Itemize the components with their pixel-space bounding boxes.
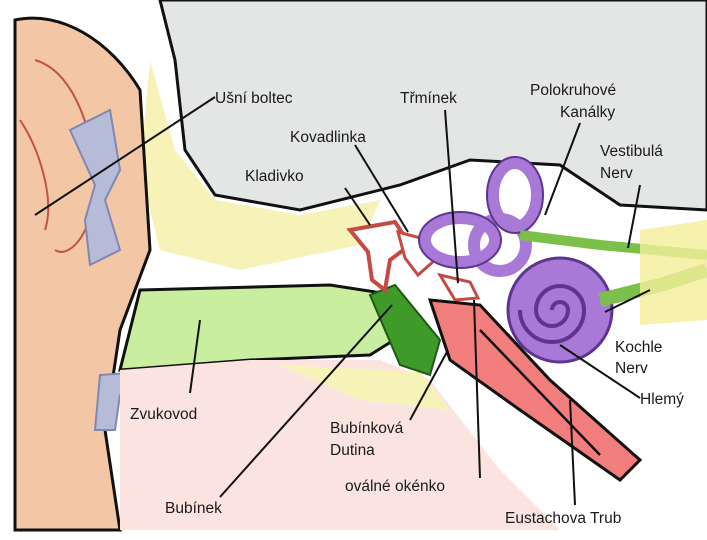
label-ear-canal: Zvukovod [130,406,197,423]
label-canals-2: Kanálky [560,104,615,121]
cochlea [508,258,612,362]
label-stapes: Třmínek [400,90,457,107]
label-cochlea: Hlemý [640,391,684,408]
label-tympanic-1: Bubínková [330,420,404,437]
label-oval-window: oválné okénko [345,478,445,495]
label-tympanic-2: Dutina [330,442,375,459]
label-vestibular-2: Nerv [600,165,633,182]
label-pinna: Ušní boltec [215,90,293,107]
label-cochlear-2: Nerv [615,360,648,377]
label-incus: Kovadlinka [290,129,366,146]
label-malleus: Kladivko [245,168,304,185]
label-vestibular-1: Vestibulá [600,143,663,160]
label-eardrum: Bubínek [165,500,222,517]
label-cochlear-1: Kochle [615,339,662,356]
nerve-fat [640,220,707,325]
label-eustachian: Eustachova Trub [505,510,621,527]
label-canals-1: Polokruhové [530,82,616,99]
